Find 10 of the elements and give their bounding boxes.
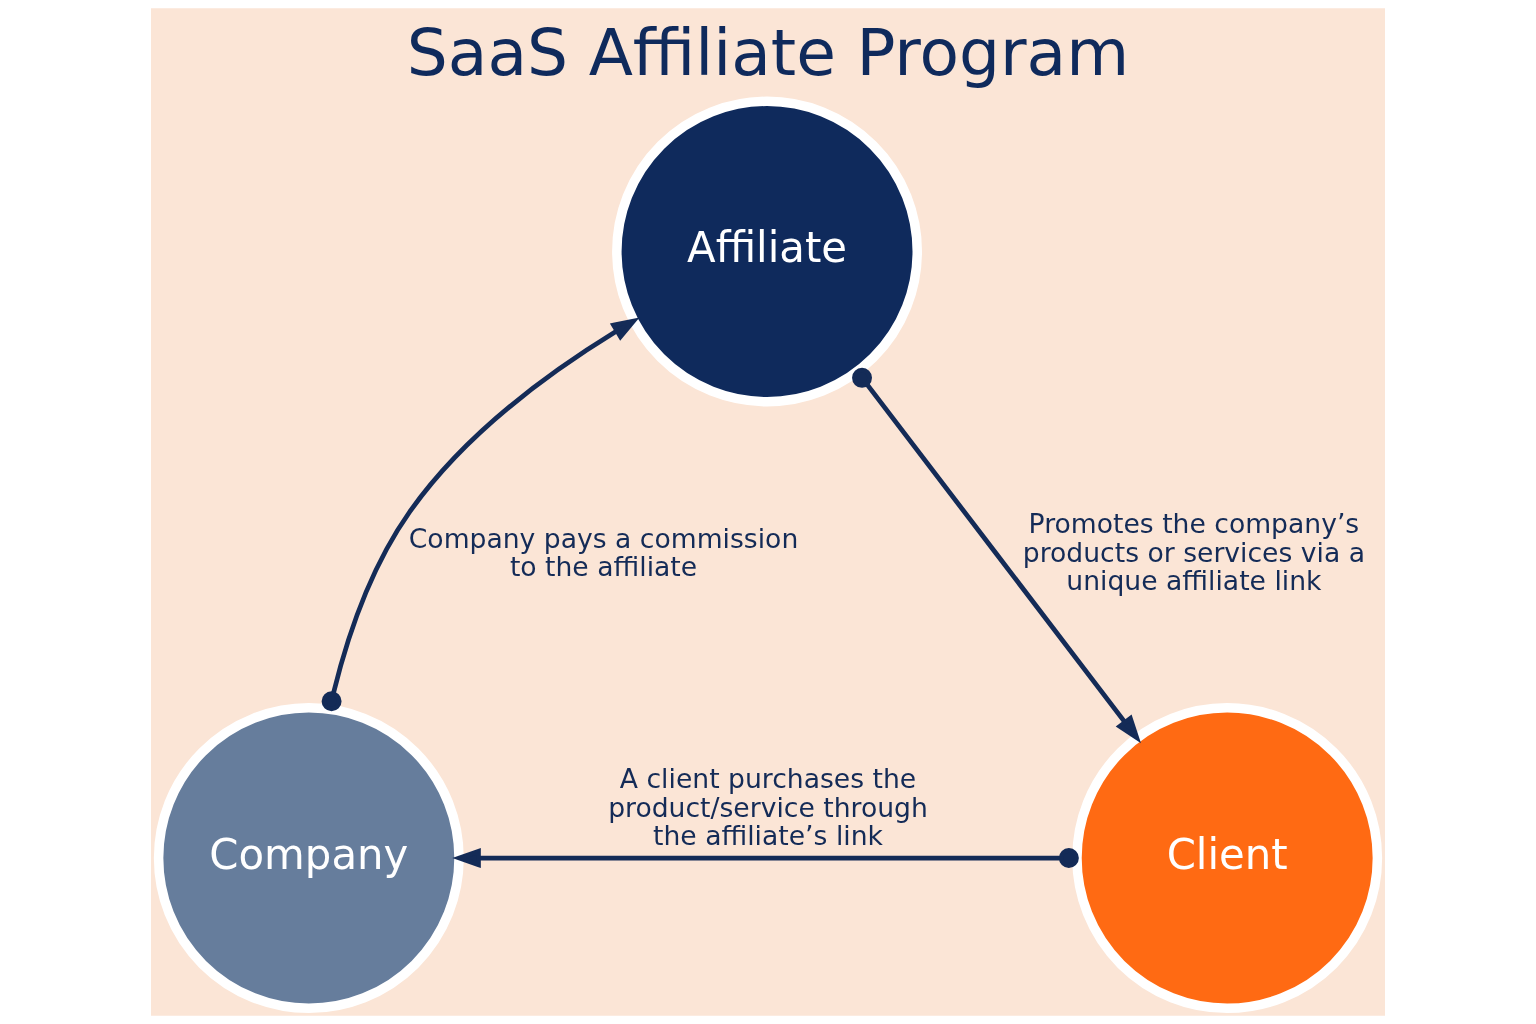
node-circle: Company (153, 703, 464, 1013)
edge-label: A client purchases the product/service through the affiliate’s link (608, 763, 928, 852)
arrow (852, 367, 1141, 744)
node-circle: Client (1072, 703, 1383, 1013)
arrow (321, 317, 640, 712)
edge-label: Company pays a commission to the affiliate (408, 522, 799, 583)
diagram-title: SaaS Affiliate Program (406, 15, 1130, 91)
node-circle: Affiliate (612, 96, 922, 407)
arrow (452, 848, 1079, 869)
edge-label: Promotes the company’s products or services via a unique affiliate link (1022, 508, 1366, 597)
